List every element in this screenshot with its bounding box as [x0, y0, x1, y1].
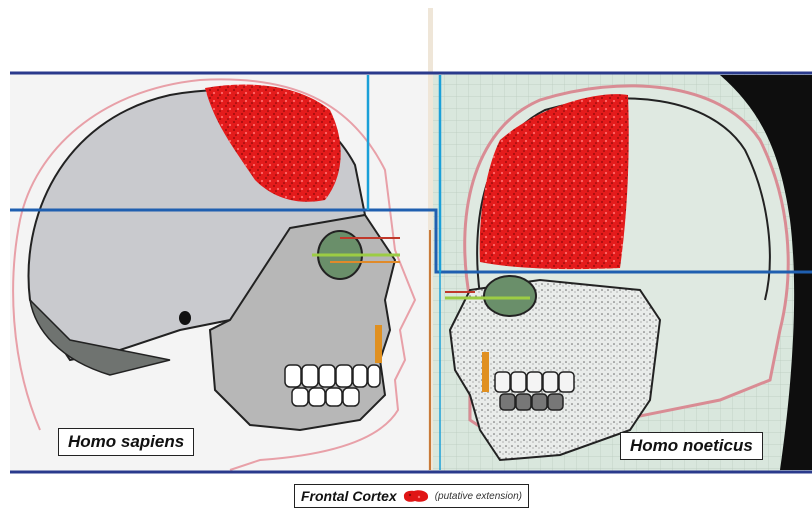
- sapiens-nasal-marker: [375, 325, 382, 363]
- noeticus-eye-socket: [484, 276, 536, 316]
- legend-title: Frontal Cortex: [301, 488, 397, 504]
- homo-sapiens-label: Homo sapiens: [58, 428, 194, 456]
- noeticus-teeth: [495, 372, 574, 410]
- legend: Frontal Cortex (putative extension): [294, 484, 529, 508]
- homo-noeticus-label: Homo noeticus: [620, 432, 763, 460]
- legend-note: (putative extension): [435, 491, 522, 502]
- noeticus-nasal-marker: [482, 352, 489, 392]
- red-blob-icon: [401, 488, 431, 504]
- sapiens-ear-hole: [179, 311, 191, 325]
- homo-sapiens-panel: [10, 73, 428, 473]
